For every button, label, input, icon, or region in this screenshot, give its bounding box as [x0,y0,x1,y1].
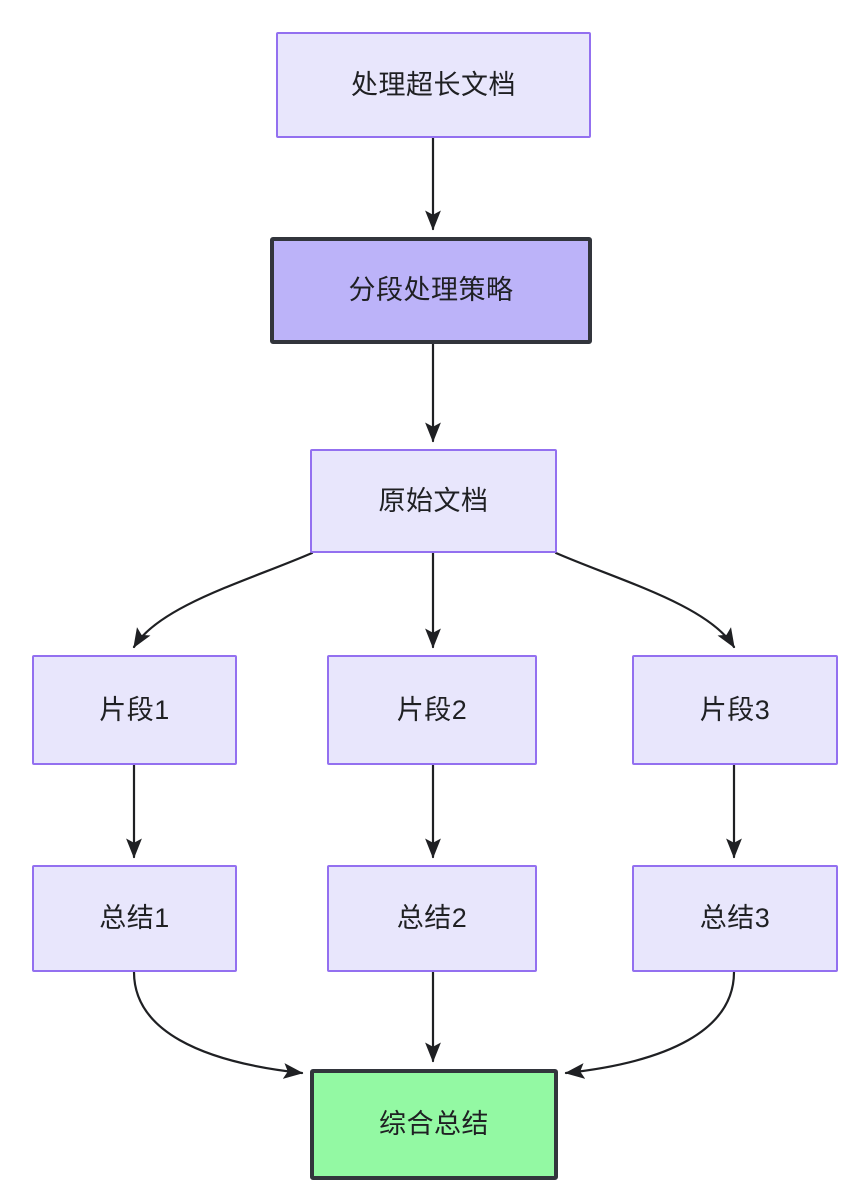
flow-node-n9[interactable]: 总结3 [632,865,838,972]
flow-node-label: 总结3 [699,903,771,934]
flow-node-label: 总结2 [396,903,468,934]
flow-node-label: 总结1 [99,903,170,934]
flow-node-n1[interactable]: 处理超长文档 [276,32,591,138]
flow-edge-n3-to-n4 [132,551,314,649]
flow-node-label: 原始文档 [378,485,489,516]
flow-node-n4[interactable]: 片段1 [32,655,237,765]
flow-node-label: 片段3 [699,694,771,725]
flow-node-label: 分段处理策略 [348,275,514,306]
flow-node-n5[interactable]: 片段2 [327,655,537,765]
flow-node-label: 处理超长文档 [351,69,516,100]
flow-node-label: 片段1 [99,694,170,725]
flow-node-n3[interactable]: 原始文档 [310,449,557,553]
flow-node-n10[interactable]: 综合总结 [310,1069,558,1180]
flow-node-label: 片段2 [396,694,468,725]
flow-node-n8[interactable]: 总结2 [327,865,537,972]
flow-edge-n7-to-n10 [132,970,304,1079]
flow-edge-n3-to-n6 [554,551,736,649]
flow-node-n6[interactable]: 片段3 [632,655,838,765]
flow-node-label: 综合总结 [379,1109,489,1140]
flow-node-n7[interactable]: 总结1 [32,865,237,972]
flow-node-n2[interactable]: 分段处理策略 [270,237,592,344]
flow-edge-n9-to-n10 [564,970,736,1079]
